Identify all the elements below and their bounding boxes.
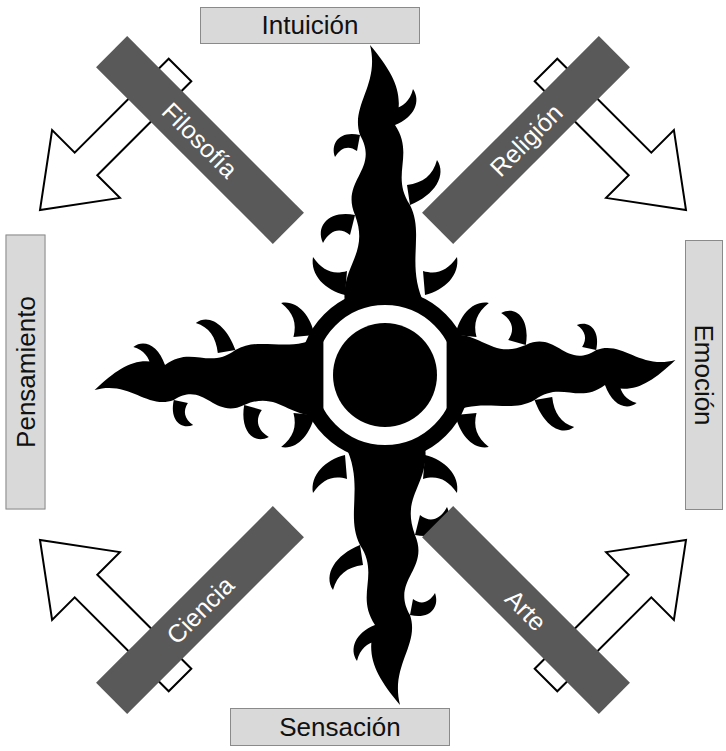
- band-label: Ciencia: [160, 570, 239, 649]
- function-box: Intuición: [200, 7, 420, 44]
- band-label: Religión: [484, 98, 568, 182]
- box-label: Sensación: [279, 712, 400, 743]
- band-label: Filosofía: [156, 96, 243, 183]
- function-box: Emoción: [685, 240, 723, 510]
- band-label: Arte: [500, 584, 553, 637]
- box-label: Intuición: [262, 10, 359, 41]
- function-box: Sensación: [230, 708, 450, 746]
- function-box: Pensamiento: [5, 235, 45, 510]
- hollow-arrows: [40, 59, 686, 692]
- box-label: Emoción: [689, 324, 720, 425]
- box-label: Pensamiento: [10, 296, 41, 448]
